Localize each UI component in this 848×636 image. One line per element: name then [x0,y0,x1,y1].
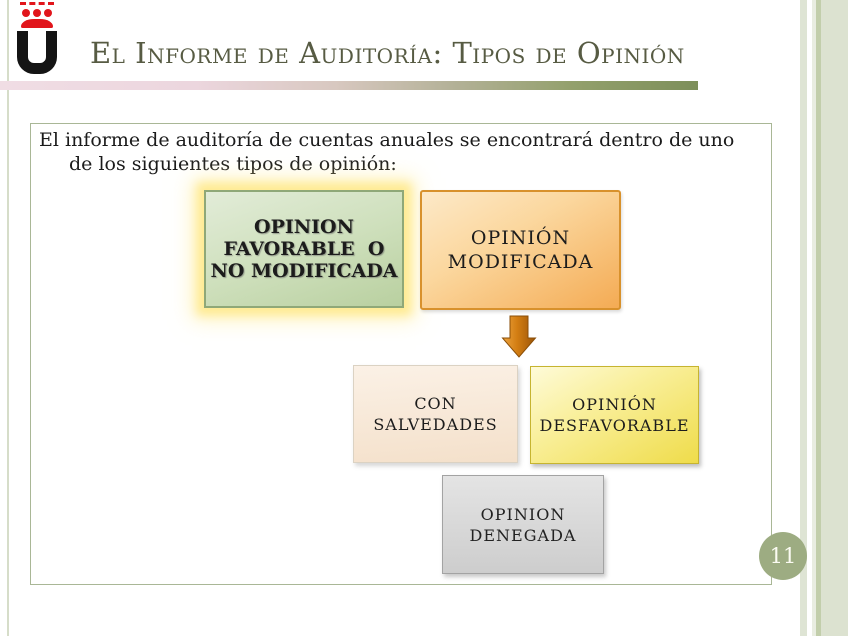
content-frame: El informe de auditoría de cuentas anual… [30,123,772,585]
right-edge-stripe [812,0,816,636]
logo-crown-band-icon [21,19,53,28]
box-opinion-desfavorable: OPINIÓN DESFAVORABLE [530,366,699,464]
logo-u-icon [17,31,57,74]
logo-crown-dot-icon [33,9,41,17]
title-underline-bar [0,81,698,90]
box-opinion-denegada: OPINION DENEGADA [442,475,604,574]
box-opinion-favorable-label: OPINION FAVORABLE O NO MODIFICADA [210,216,398,282]
logo-crown-dot-icon [22,9,30,17]
page-number-badge: 11 [759,532,807,580]
box-con-salvedades-label: CON SALVEDADES [373,394,498,434]
box-opinion-modificada: OPINIÓN MODIFICADA [420,190,621,310]
down-arrow-icon [501,315,537,358]
box-opinion-denegada-label: OPINION DENEGADA [469,504,577,545]
box-con-salvedades: CON SALVEDADES [353,365,518,463]
logo-crown-dashes-icon [20,2,54,5]
page-number: 11 [769,544,797,568]
intro-text-line1: El informe de auditoría de cuentas anual… [39,129,735,151]
right-edge-stripe [816,0,821,636]
urjc-logo-icon [16,2,60,74]
left-edge-line [7,0,9,636]
right-edge-stripe [800,0,807,636]
right-edge-stripe [821,0,848,636]
logo-crown-dot-icon [44,9,52,17]
box-opinion-desfavorable-label: OPINIÓN DESFAVORABLE [539,395,690,435]
slide-title: El Informe de Auditoría: Tipos de Opinió… [90,36,685,70]
intro-text-line2: de los siguientes tipos de opinión: [69,153,397,175]
box-opinion-favorable: OPINION FAVORABLE O NO MODIFICADA [204,190,404,308]
box-opinion-modificada-label: OPINIÓN MODIFICADA [447,227,594,273]
